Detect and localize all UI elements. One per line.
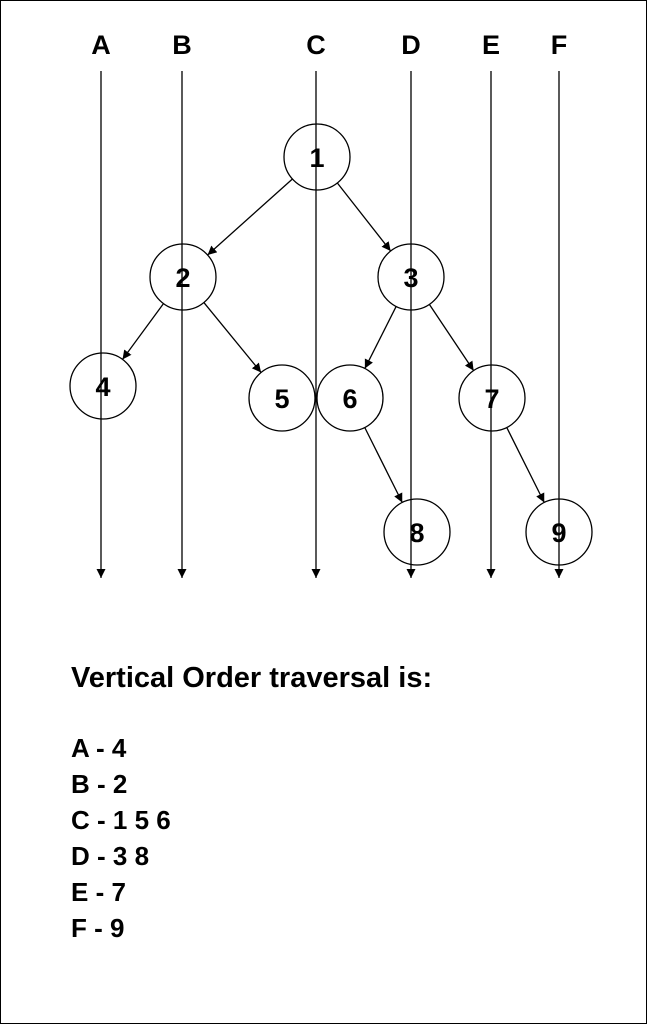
column-label-b: B [172, 30, 192, 60]
node-3: 3 [377, 243, 445, 311]
column-label-f: F [551, 30, 568, 60]
node-label: 3 [403, 263, 418, 293]
node-circle [248, 364, 316, 432]
node-4: 4 [69, 352, 137, 420]
column-label-a: A [91, 30, 111, 60]
results-title: Vertical Order traversal is: [71, 662, 433, 694]
result-line: B - 2 [71, 769, 128, 799]
node-circle [69, 352, 137, 420]
traversal-results: Vertical Order traversal is: A - 4 B - 2… [71, 658, 432, 946]
column-label-e: E [482, 30, 500, 60]
result-line: D - 3 8 [71, 841, 150, 871]
tree-diagram: 1 2 3 4 5 6 7 8 9 A B C D E F [69, 30, 593, 578]
node-8: 8 [383, 498, 451, 566]
edge-3-7 [428, 304, 475, 371]
node-7: 7 [458, 364, 526, 432]
edge-3-6 [364, 306, 397, 369]
result-line: E - 7 [71, 877, 126, 907]
column-label-d: D [401, 30, 421, 60]
node-2: 2 [149, 243, 217, 311]
column-lines [96, 71, 564, 578]
column-labels: A B C D E F [91, 30, 567, 60]
node-label: 9 [551, 518, 566, 548]
edge-2-5 [203, 302, 262, 373]
node-circle [316, 364, 384, 432]
tree-edges [122, 178, 545, 503]
results-list: A - 4 B - 2 C - 1 5 6 D - 3 8 E - 7 F - … [71, 730, 432, 946]
edge-1-3 [336, 182, 392, 252]
column-label-c: C [306, 30, 326, 60]
node-1: 1 [283, 123, 351, 191]
node-label: 2 [175, 263, 190, 293]
result-line: C - 1 5 6 [71, 805, 171, 835]
node-label: 5 [274, 384, 289, 414]
node-circle [377, 243, 445, 311]
node-circle [525, 498, 593, 566]
node-circle [458, 364, 526, 432]
node-label: 4 [95, 372, 110, 402]
node-circle [283, 123, 351, 191]
result-line: F - 9 [71, 913, 125, 943]
node-circle [149, 243, 217, 311]
node-label: 8 [409, 518, 424, 548]
node-label: 7 [484, 384, 499, 414]
node-label: 6 [342, 384, 357, 414]
node-9: 9 [525, 498, 593, 566]
tree-nodes: 1 2 3 4 5 6 7 8 9 [69, 123, 593, 566]
edge-7-9 [506, 427, 545, 503]
edge-1-2 [207, 178, 293, 256]
edge-6-8 [364, 427, 403, 503]
result-line: A - 4 [71, 733, 127, 763]
node-6: 6 [316, 364, 384, 432]
node-label: 1 [309, 143, 324, 173]
node-5: 5 [248, 364, 316, 432]
node-circle [383, 498, 451, 566]
edge-2-4 [122, 303, 164, 360]
